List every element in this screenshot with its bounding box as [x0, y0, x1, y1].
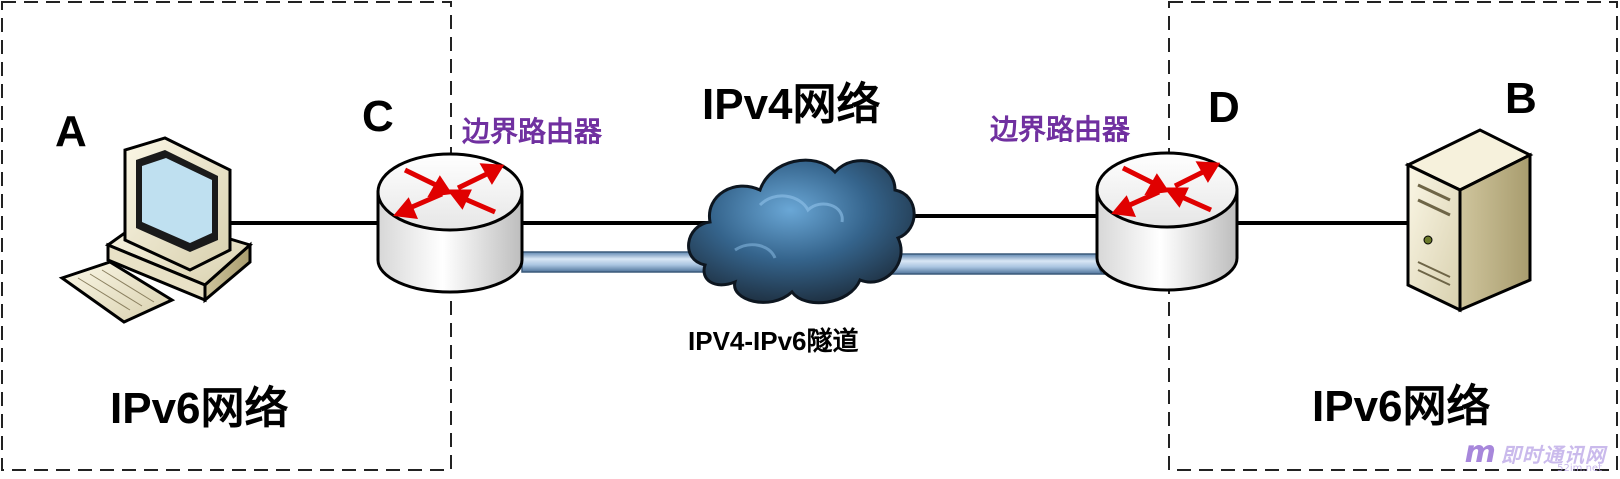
tunnel-caption: IPV4-IPv6隧道 — [688, 326, 859, 356]
tunnel-pipe-right — [871, 253, 1110, 275]
router-d-caption: 边界路由器 — [990, 114, 1131, 145]
server-b-icon — [1404, 128, 1534, 313]
watermark-logo-icon: m — [1464, 435, 1496, 470]
computer-a-icon — [58, 136, 254, 324]
node-c-label: C — [362, 92, 394, 141]
router-c-icon — [376, 152, 524, 294]
watermark: m 即时通讯网 52im.net — [1464, 435, 1606, 474]
node-d-label: D — [1208, 83, 1240, 132]
ipv4-cloud-icon — [687, 158, 916, 305]
watermark-url: 52im.net — [1557, 463, 1602, 474]
left-ipv6-network-title: IPv6网络 — [110, 384, 289, 433]
router-d-icon — [1095, 151, 1239, 292]
node-b-label: B — [1505, 74, 1537, 123]
right-ipv6-network-title: IPv6网络 — [1312, 382, 1491, 431]
node-a-label: A — [55, 107, 87, 156]
router-c-caption: 边界路由器 — [462, 116, 603, 147]
ipv4-network-title: IPv4网络 — [702, 80, 881, 129]
watermark-site: 即时通讯网 — [1501, 443, 1606, 467]
